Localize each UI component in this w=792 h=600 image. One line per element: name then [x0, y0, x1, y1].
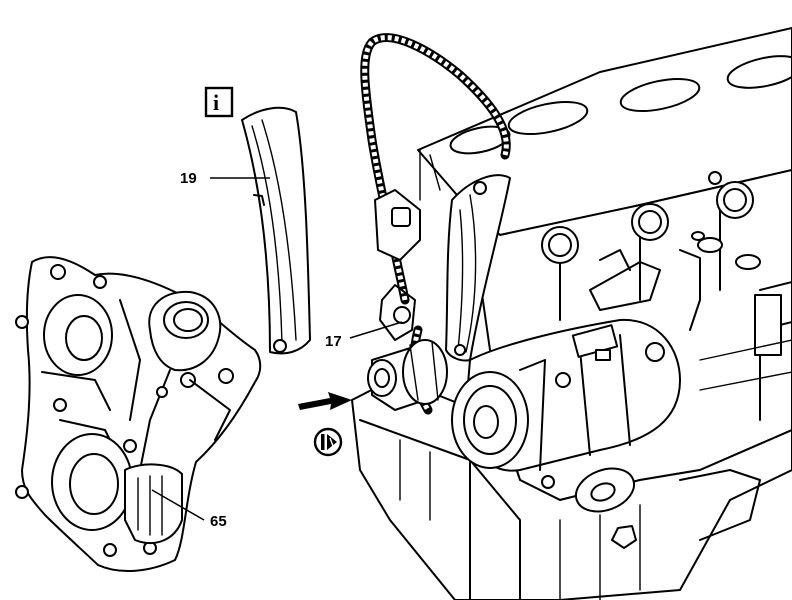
timing-cover [15, 256, 262, 573]
ac-compressor [451, 249, 681, 472]
guide-rail [241, 106, 311, 355]
engine-block [351, 27, 792, 600]
callout-leaders [151, 177, 403, 521]
direction-arrow-icon [298, 392, 352, 410]
callout-label-17: 17 [325, 333, 342, 350]
callout-label-65: 65 [210, 513, 227, 530]
callout-label-19: 19 [180, 170, 197, 187]
head-front [374, 149, 441, 341]
info-box-icon [204, 86, 234, 118]
notice-symbol-icon [313, 427, 343, 457]
crankshaft-sprocket [367, 339, 448, 411]
info-box-label: i [213, 90, 219, 115]
